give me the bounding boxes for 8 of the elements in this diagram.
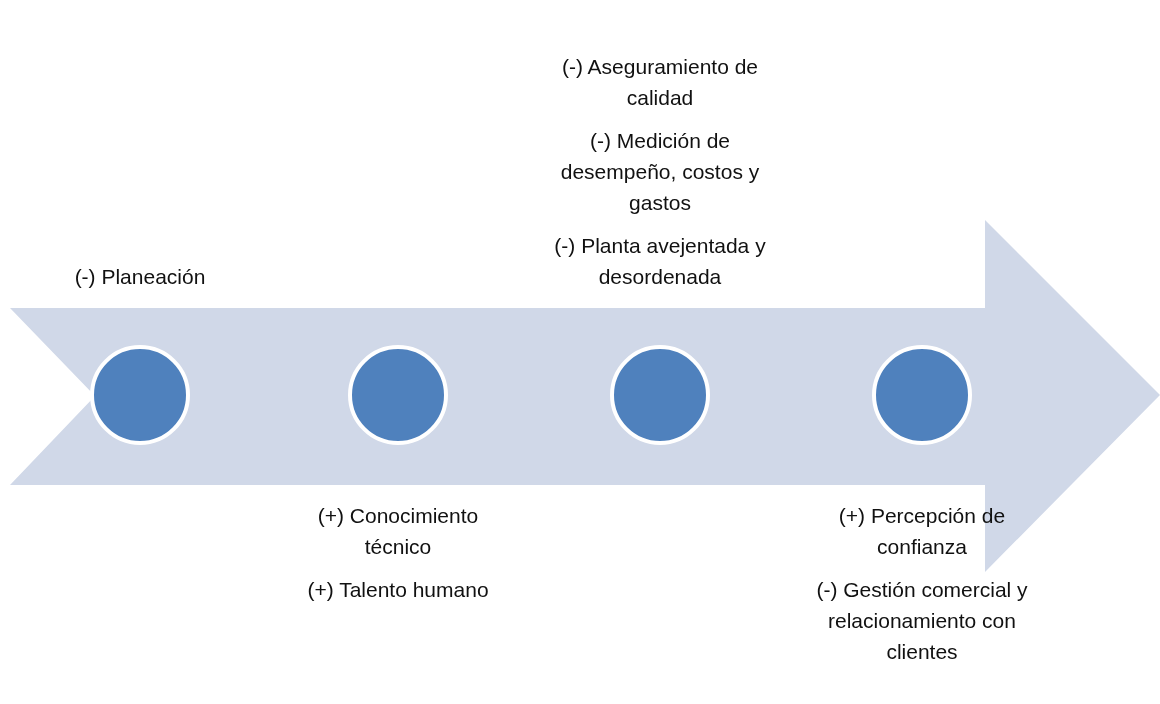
timeline-label: (-) Aseguramiento de calidad — [560, 54, 760, 111]
timeline-label: (-) Planta avejentada y desordenada — [553, 233, 767, 290]
timeline-label: (+) Conocimiento técnico — [316, 503, 480, 560]
timeline-label: (-) Gestión comercial y relacionamiento con clientes — [815, 577, 1029, 665]
timeline-label: (+) Talento humano — [307, 577, 489, 603]
timeline-label: (+) Percepción de confianza — [837, 503, 1007, 560]
timeline-label: (-) Planeación — [74, 264, 206, 290]
timeline-label: (-) Medición de desempeño, costos y gastos — [559, 128, 761, 216]
